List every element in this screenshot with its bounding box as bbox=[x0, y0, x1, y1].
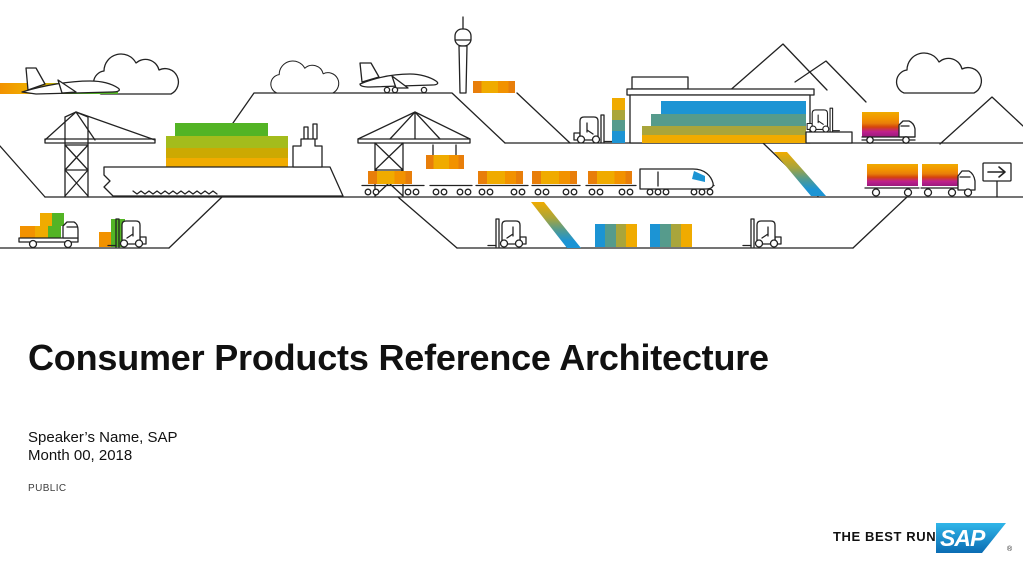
forklift-icon bbox=[573, 98, 625, 144]
forklift-icon bbox=[487, 218, 527, 248]
cargo-ship-icon bbox=[103, 123, 344, 197]
warehouse-shelves bbox=[642, 101, 806, 143]
speaker-block: Speaker’s Name, SAP Month 00, 2018 bbox=[28, 429, 178, 464]
sap-logo-text: SAP bbox=[940, 525, 986, 551]
forklift-icon bbox=[742, 218, 782, 248]
slide-date: Month 00, 2018 bbox=[28, 446, 133, 464]
quay-crane-icon bbox=[357, 111, 471, 197]
road-train-icon bbox=[864, 164, 976, 197]
speaker-name: Speaker’s Name, SAP bbox=[28, 429, 178, 446]
hanging-container bbox=[426, 155, 464, 169]
gradient-ramp-right bbox=[774, 152, 826, 196]
cloud-icon bbox=[270, 60, 340, 94]
cargo-boxes bbox=[20, 213, 64, 238]
port-crane-icon bbox=[44, 111, 156, 198]
cloud-icon bbox=[895, 52, 983, 94]
train-wheels bbox=[364, 188, 714, 196]
forklift-icon bbox=[99, 218, 147, 248]
flatbed-truck-icon bbox=[18, 213, 79, 249]
slide-title: Consumer Products Reference Architecture bbox=[28, 337, 769, 378]
forklift-icon bbox=[806, 107, 840, 133]
ship-container-stack bbox=[166, 123, 288, 167]
warehouse-icon bbox=[626, 76, 853, 144]
gradient-ramp-middle bbox=[531, 202, 581, 248]
loading-dock bbox=[805, 131, 853, 144]
train-icon bbox=[361, 168, 715, 196]
road-sign-icon bbox=[982, 162, 1012, 198]
best-run-tagline: THE BEST RUN bbox=[833, 529, 937, 544]
mountains bbox=[726, 43, 1023, 145]
registered-mark: ® bbox=[1007, 546, 1013, 553]
container bbox=[473, 81, 515, 93]
supply-chain-illustration bbox=[0, 16, 1023, 249]
sap-logo: SAP bbox=[936, 523, 1006, 553]
striped-containers bbox=[595, 224, 692, 247]
airplane-flying-icon bbox=[0, 67, 120, 95]
truck-icon bbox=[861, 112, 916, 144]
airplane-taxiing-icon bbox=[359, 62, 439, 94]
classification-label: PUBLIC bbox=[28, 483, 67, 494]
box-column bbox=[612, 98, 625, 143]
airport-tower-icon bbox=[454, 16, 472, 94]
